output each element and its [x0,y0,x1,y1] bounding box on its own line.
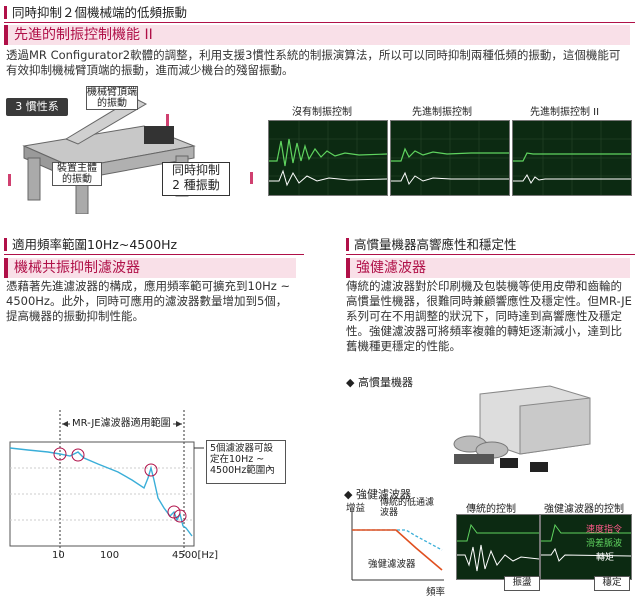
badge-stable: 穩定 [594,576,630,591]
trace-green [269,138,388,167]
scope-title-advanced-2: 先進制振控制 II [530,107,600,118]
scope-advanced [390,120,510,196]
section-title-right: 高慣量機器高響應性和穩定性 [346,236,635,255]
range-label: MR-JE濾波器適用範圍 [70,414,173,429]
legend-speed-command: 速度指令 [586,525,623,535]
scope-advanced-2 [512,120,632,196]
legend-slip-pulse: 滑差脈波 [586,539,623,549]
x-tick-10: 10 [52,550,65,561]
badge-oscillation: 振盪 [504,576,540,591]
scope-conventional [456,514,540,580]
machine-illustration [440,384,630,480]
section-title-left: 適用頻率範圍10Hz~4500Hz [4,236,304,255]
bullet-high-inertia: ◆ 高慣量機器 [346,376,413,389]
scope-title-no-control: 沒有制振控制 [292,107,352,118]
label-device-body: 裝置主體的振動 [52,162,102,186]
description-right: 傳統的濾波器對於印刷機及包裝機等使用皮帶和齒輪的高慣量性機器，很難同時兼顧響應性… [346,279,632,353]
label-arm-tip: 機械臂頂端的振動 [86,86,138,110]
filter-robust-label: 強健濾波器 [368,559,416,570]
feature-title-top: 先進的制振控制機能 II [4,25,630,45]
description-left: 憑藉著先進濾波器的構成，應用頻率範可擴充到10Hz ~ 4500Hz。此外，同時… [6,279,291,323]
scope-title-robust: 強健濾波器的控制 [544,504,624,515]
filter-legacy-label: 傳統的低通濾波器 [380,498,435,518]
trace-white [269,169,388,187]
section-title-top: 同時抑制２個機械端的低頻振動 [4,4,635,23]
scope-robust [540,514,632,580]
robust-filter-chart [346,500,446,592]
legend-torque: 轉矩 [596,553,615,563]
x-tick-4500: 4500[Hz] [172,550,219,561]
label-3inertia: 3 慣性系 [6,98,68,116]
description-top: 透過MR Configurator2軟體的調整，利用支援3慣性系統的制振演算法，… [6,48,621,77]
feature-title-left: 機械共振抑制濾波器 [4,258,296,278]
filter-x-label: 頻率 [426,587,446,598]
bullet-robust-filter: ◆ 強健濾波器 [344,488,411,501]
feature-title-right: 強健濾波器 [346,258,630,278]
x-tick-100: 100 [100,550,120,561]
scope-title-advanced: 先進制振控制 [412,107,472,118]
filter-range-chart [8,408,298,568]
label-simultaneous: 同時抑制 2 種振動 [162,162,230,196]
filter-callout: 5個濾波器可設定在10Hz ~ 4500Hz範圍內 [206,440,286,484]
filter-y-label: 增益 [346,503,366,514]
scope-no-control [268,120,388,196]
scope-title-conventional: 傳統的控制 [466,504,516,515]
